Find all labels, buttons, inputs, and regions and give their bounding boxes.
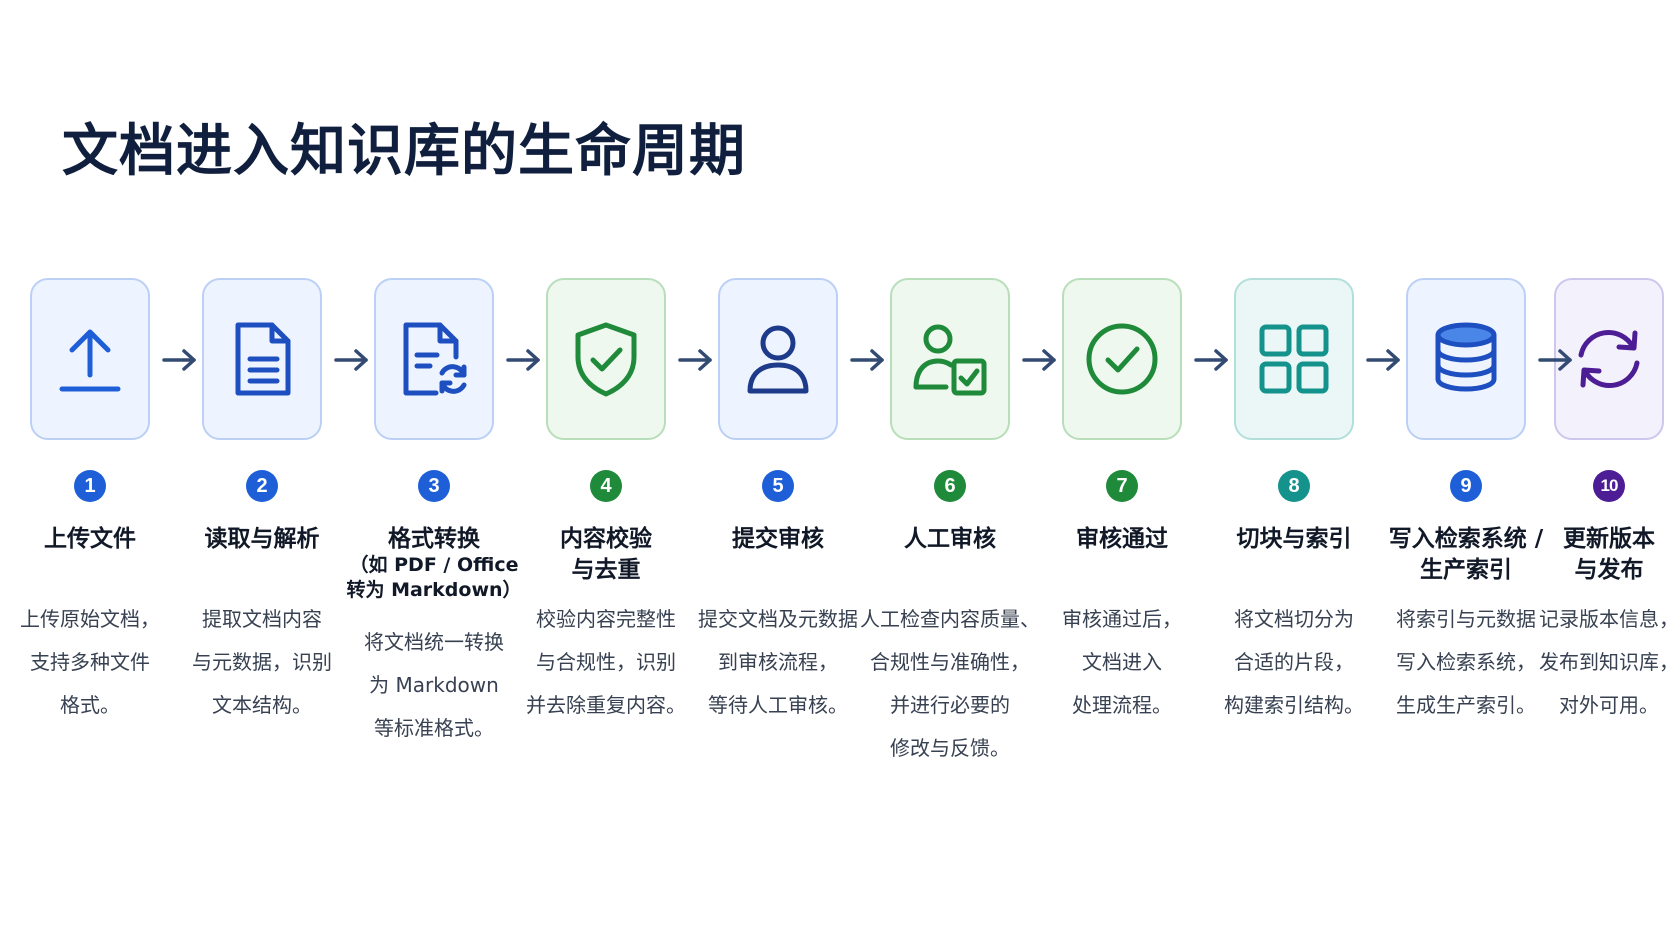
step-title: 提交审核 [732,526,824,552]
step-description: 人工检查内容质量、 合规性与准确性， 并进行必要的 修改与反馈。 [860,607,1040,760]
step-description: 提交文档及元数据 到审核流程， 等待人工审核。 [698,607,858,717]
upload-icon [59,329,121,392]
step-number-badge: 5 [762,470,794,502]
step-number-badge: 7 [1106,470,1138,502]
refresh-icon [1578,329,1640,389]
step-description: 将文档统一转换 为 Markdown 等标准格式。 [364,630,504,740]
step-card [1062,278,1182,440]
step-number-badge: 9 [1450,470,1482,502]
flow-arrow [1020,345,1060,375]
document-icon [235,322,291,396]
arrow-right-icon [162,349,196,371]
shield-check-icon [575,322,637,397]
step-title: 切块与索引 [1236,526,1352,552]
step-card [1406,278,1526,440]
flow-arrow [1364,345,1404,375]
flow-arrow [160,345,200,375]
step-release: 10 更新版本 与发布 记录版本信息， 发布到知识库， 对外可用。 [1539,0,1672,941]
step-card [1234,278,1354,440]
step-card [202,278,322,440]
flow-arrow [332,345,372,375]
arrow-right-icon [850,349,884,371]
step-description: 将索引与元数据 写入检索系统， 生成生产索引。 [1396,607,1536,717]
page-title: 文档进入知识库的生命周期 [62,119,746,184]
step-description: 提取文档内容 与元数据，识别 文本结构。 [192,607,332,717]
grid-icon [1259,324,1329,394]
flow-arrow [1536,345,1576,375]
step-subtitle: （如 PDF / Office 转为 Markdown） [346,554,522,601]
step-number-badge: 10 [1593,470,1625,502]
step-title: 更新版本 与发布 [1563,526,1655,583]
step-description: 上传原始文档， 支持多种文件 格式。 [20,607,160,717]
arrow-right-icon [1194,349,1228,371]
flow-arrow [848,345,888,375]
user-review-icon [913,324,987,396]
step-title: 读取与解析 [204,526,320,552]
step-title: 上传文件 [44,526,136,552]
arrow-right-icon [678,349,712,371]
step-title: 审核通过 [1076,526,1168,552]
step-number-badge: 2 [246,470,278,502]
step-description: 记录版本信息， 发布到知识库， 对外可用。 [1539,607,1672,717]
step-card [718,278,838,440]
step-approved: 7 审核通过 审核通过后， 文档进入 处理流程。 [1034,0,1210,941]
step-card [30,278,150,440]
step-card [374,278,494,440]
step-submit-review: 5 提交审核 提交文档及元数据 到审核流程， 等待人工审核。 [690,0,866,941]
check-circle-icon [1086,323,1158,395]
step-number-badge: 3 [418,470,450,502]
step-number-badge: 8 [1278,470,1310,502]
step-title: 人工审核 [904,526,996,552]
flow-arrow [1192,345,1232,375]
step-convert: 3 格式转换 （如 PDF / Office 转为 Markdown） 将文档统… [346,0,522,941]
arrow-right-icon [334,349,368,371]
step-number-badge: 1 [74,470,106,502]
step-chunk-index: 8 切块与索引 将文档切分为 合适的片段， 构建索引结构。 [1206,0,1382,941]
step-number-badge: 6 [934,470,966,502]
step-description: 将文档切分为 合适的片段， 构建索引结构。 [1224,607,1364,717]
step-card [1554,278,1664,440]
user-icon [747,325,809,394]
step-parse: 2 读取与解析 提取文档内容 与元数据，识别 文本结构。 [174,0,350,941]
step-description: 审核通过后， 文档进入 处理流程。 [1062,607,1182,717]
arrow-right-icon [1022,349,1056,371]
arrow-right-icon [1366,349,1400,371]
step-validate: 4 内容校验 与去重 校验内容完整性 与合规性，识别 并去除重复内容。 [518,0,694,941]
step-description: 校验内容完整性 与合规性，识别 并去除重复内容。 [526,607,686,717]
step-title: 内容校验 与去重 [560,526,652,583]
step-card [890,278,1010,440]
step-title: 格式转换 [388,526,480,552]
step-number-badge: 4 [590,470,622,502]
document-convert-icon [403,322,467,396]
arrow-right-icon [1538,349,1572,371]
step-manual-review: 6 人工审核 人工检查内容质量、 合规性与准确性， 并进行必要的 修改与反馈。 [860,0,1040,941]
arrow-right-icon [506,349,540,371]
step-write-index: 9 写入检索系统 / 生产索引 将索引与元数据 写入检索系统， 生成生产索引。 [1378,0,1554,941]
step-card [546,278,666,440]
flow-arrow [504,345,544,375]
step-upload: 1 上传文件 上传原始文档， 支持多种文件 格式。 [2,0,178,941]
database-icon [1435,322,1497,392]
flow-arrow [676,345,716,375]
step-title: 写入检索系统 / 生产索引 [1388,526,1544,583]
